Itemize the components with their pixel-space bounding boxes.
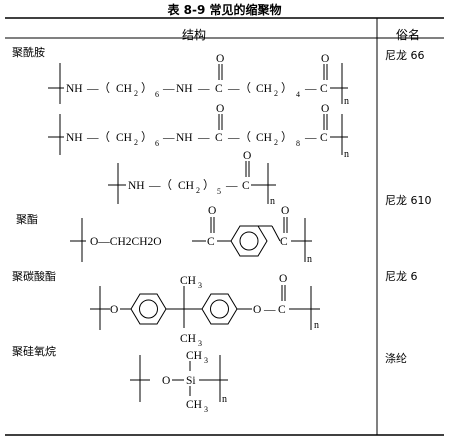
svg-text:n: n (344, 149, 349, 160)
svg-text:n: n (314, 320, 319, 331)
svg-text:n: n (222, 394, 227, 405)
common-name-nylon66: 尼龙 66 (385, 49, 425, 62)
svg-text:O: O (162, 375, 170, 387)
svg-text:CH: CH (178, 180, 194, 192)
svg-text:—: — (197, 132, 210, 144)
svg-text:2: 2 (134, 138, 138, 147)
svg-text:）: ） (141, 131, 153, 144)
category-polyester: 聚酯 (16, 213, 38, 226)
svg-text:—: — (162, 83, 175, 95)
svg-text:3: 3 (204, 405, 208, 414)
formula-nylon6: NH —（ CH 2 ） 5 — C O n (108, 150, 276, 207)
common-name-nylon610: 尼龙 610 (385, 194, 432, 207)
svg-text:C: C (207, 236, 215, 248)
svg-text:Si: Si (186, 375, 196, 387)
svg-text:O: O (243, 150, 251, 162)
svg-text:C: C (215, 83, 223, 95)
svg-text:—（: —（ (148, 179, 172, 192)
svg-text:O: O (216, 103, 224, 115)
svg-text:CH: CH (180, 333, 196, 345)
svg-text:5: 5 (217, 187, 221, 196)
svg-text:3: 3 (204, 356, 208, 365)
svg-text:O: O (216, 53, 224, 65)
svg-text:NH: NH (66, 132, 83, 144)
svg-text:—: — (225, 180, 238, 192)
table-frame (5, 17, 444, 436)
svg-text:2: 2 (274, 89, 278, 98)
svg-text:—（: —（ (227, 82, 251, 95)
svg-text:C: C (320, 132, 328, 144)
svg-text:O: O (321, 53, 329, 65)
svg-text:O: O (281, 205, 289, 217)
svg-text:O: O (253, 304, 261, 316)
svg-text:8: 8 (296, 139, 300, 148)
svg-text:n: n (270, 196, 275, 207)
svg-text:—: — (263, 304, 276, 316)
svg-text:C: C (280, 236, 288, 248)
table-caption: 表 8-9 常见的缩聚物 (167, 3, 282, 17)
svg-text:—: — (162, 132, 175, 144)
svg-text:6: 6 (155, 90, 159, 99)
common-name-nylon6: 尼龙 6 (385, 270, 418, 283)
pet-glycol-segment: O—CH2CH2O (90, 236, 162, 248)
svg-text:CH: CH (256, 83, 272, 95)
svg-text:C: C (215, 132, 223, 144)
common-name-terylene: 涤纶 (385, 352, 407, 365)
svg-text:O: O (279, 273, 287, 285)
formula-polycarbonate: O CH 3 CH 3 O — C O n (90, 273, 320, 348)
svg-text:2: 2 (196, 186, 200, 195)
svg-text:4: 4 (296, 90, 300, 99)
svg-text:3: 3 (198, 339, 202, 348)
svg-text:n: n (344, 96, 349, 107)
formula-polysiloxane: O Si CH 3 CH 3 n (130, 350, 228, 414)
svg-text:）: ） (281, 82, 293, 95)
svg-text:NH: NH (128, 180, 145, 192)
nylon66-nh2: NH (176, 83, 193, 95)
svg-text:—: — (304, 132, 317, 144)
svg-text:CH: CH (186, 399, 202, 411)
svg-text:C: C (278, 304, 286, 316)
svg-text:C: C (320, 83, 328, 95)
svg-text:3: 3 (198, 281, 202, 290)
svg-text:—（: —（ (227, 131, 251, 144)
svg-text:CH: CH (180, 275, 196, 287)
svg-text:n: n (307, 254, 312, 265)
category-polycarbonate: 聚碳酸酯 (12, 270, 56, 283)
svg-text:）: ） (141, 82, 153, 95)
formula-nylon66: NH —（ CH 2 ） 6 — NH — C O —（ CH 2 ） 4 — … (48, 53, 349, 107)
svg-text:C: C (242, 180, 250, 192)
svg-text:NH: NH (176, 132, 193, 144)
svg-text:O: O (110, 304, 118, 316)
svg-text:—: — (197, 83, 210, 95)
nylon66-nh1: NH (66, 83, 83, 95)
svg-text:CH: CH (256, 132, 272, 144)
category-polyamide: 聚酰胺 (12, 46, 45, 59)
formula-polyester: O—CH2CH2O C O C O n (70, 205, 312, 265)
svg-text:—（: —（ (86, 131, 110, 144)
svg-text:O: O (321, 103, 329, 115)
svg-text:2: 2 (274, 138, 278, 147)
svg-text:CH: CH (116, 83, 132, 95)
svg-text:—: — (304, 83, 317, 95)
svg-text:2: 2 (134, 89, 138, 98)
svg-text:）: ） (203, 179, 215, 192)
svg-text:CH: CH (116, 132, 132, 144)
svg-text:—（: —（ (86, 82, 110, 95)
formula-nylon610: NH —（ CH 2 ） 6 — NH — C O —（ CH 2 ） 8 — … (48, 103, 349, 160)
svg-text:CH: CH (186, 350, 202, 362)
svg-text:）: ） (281, 131, 293, 144)
category-polysiloxane: 聚硅氧烷 (12, 345, 56, 358)
svg-text:6: 6 (155, 139, 159, 148)
svg-text:O: O (208, 205, 216, 217)
